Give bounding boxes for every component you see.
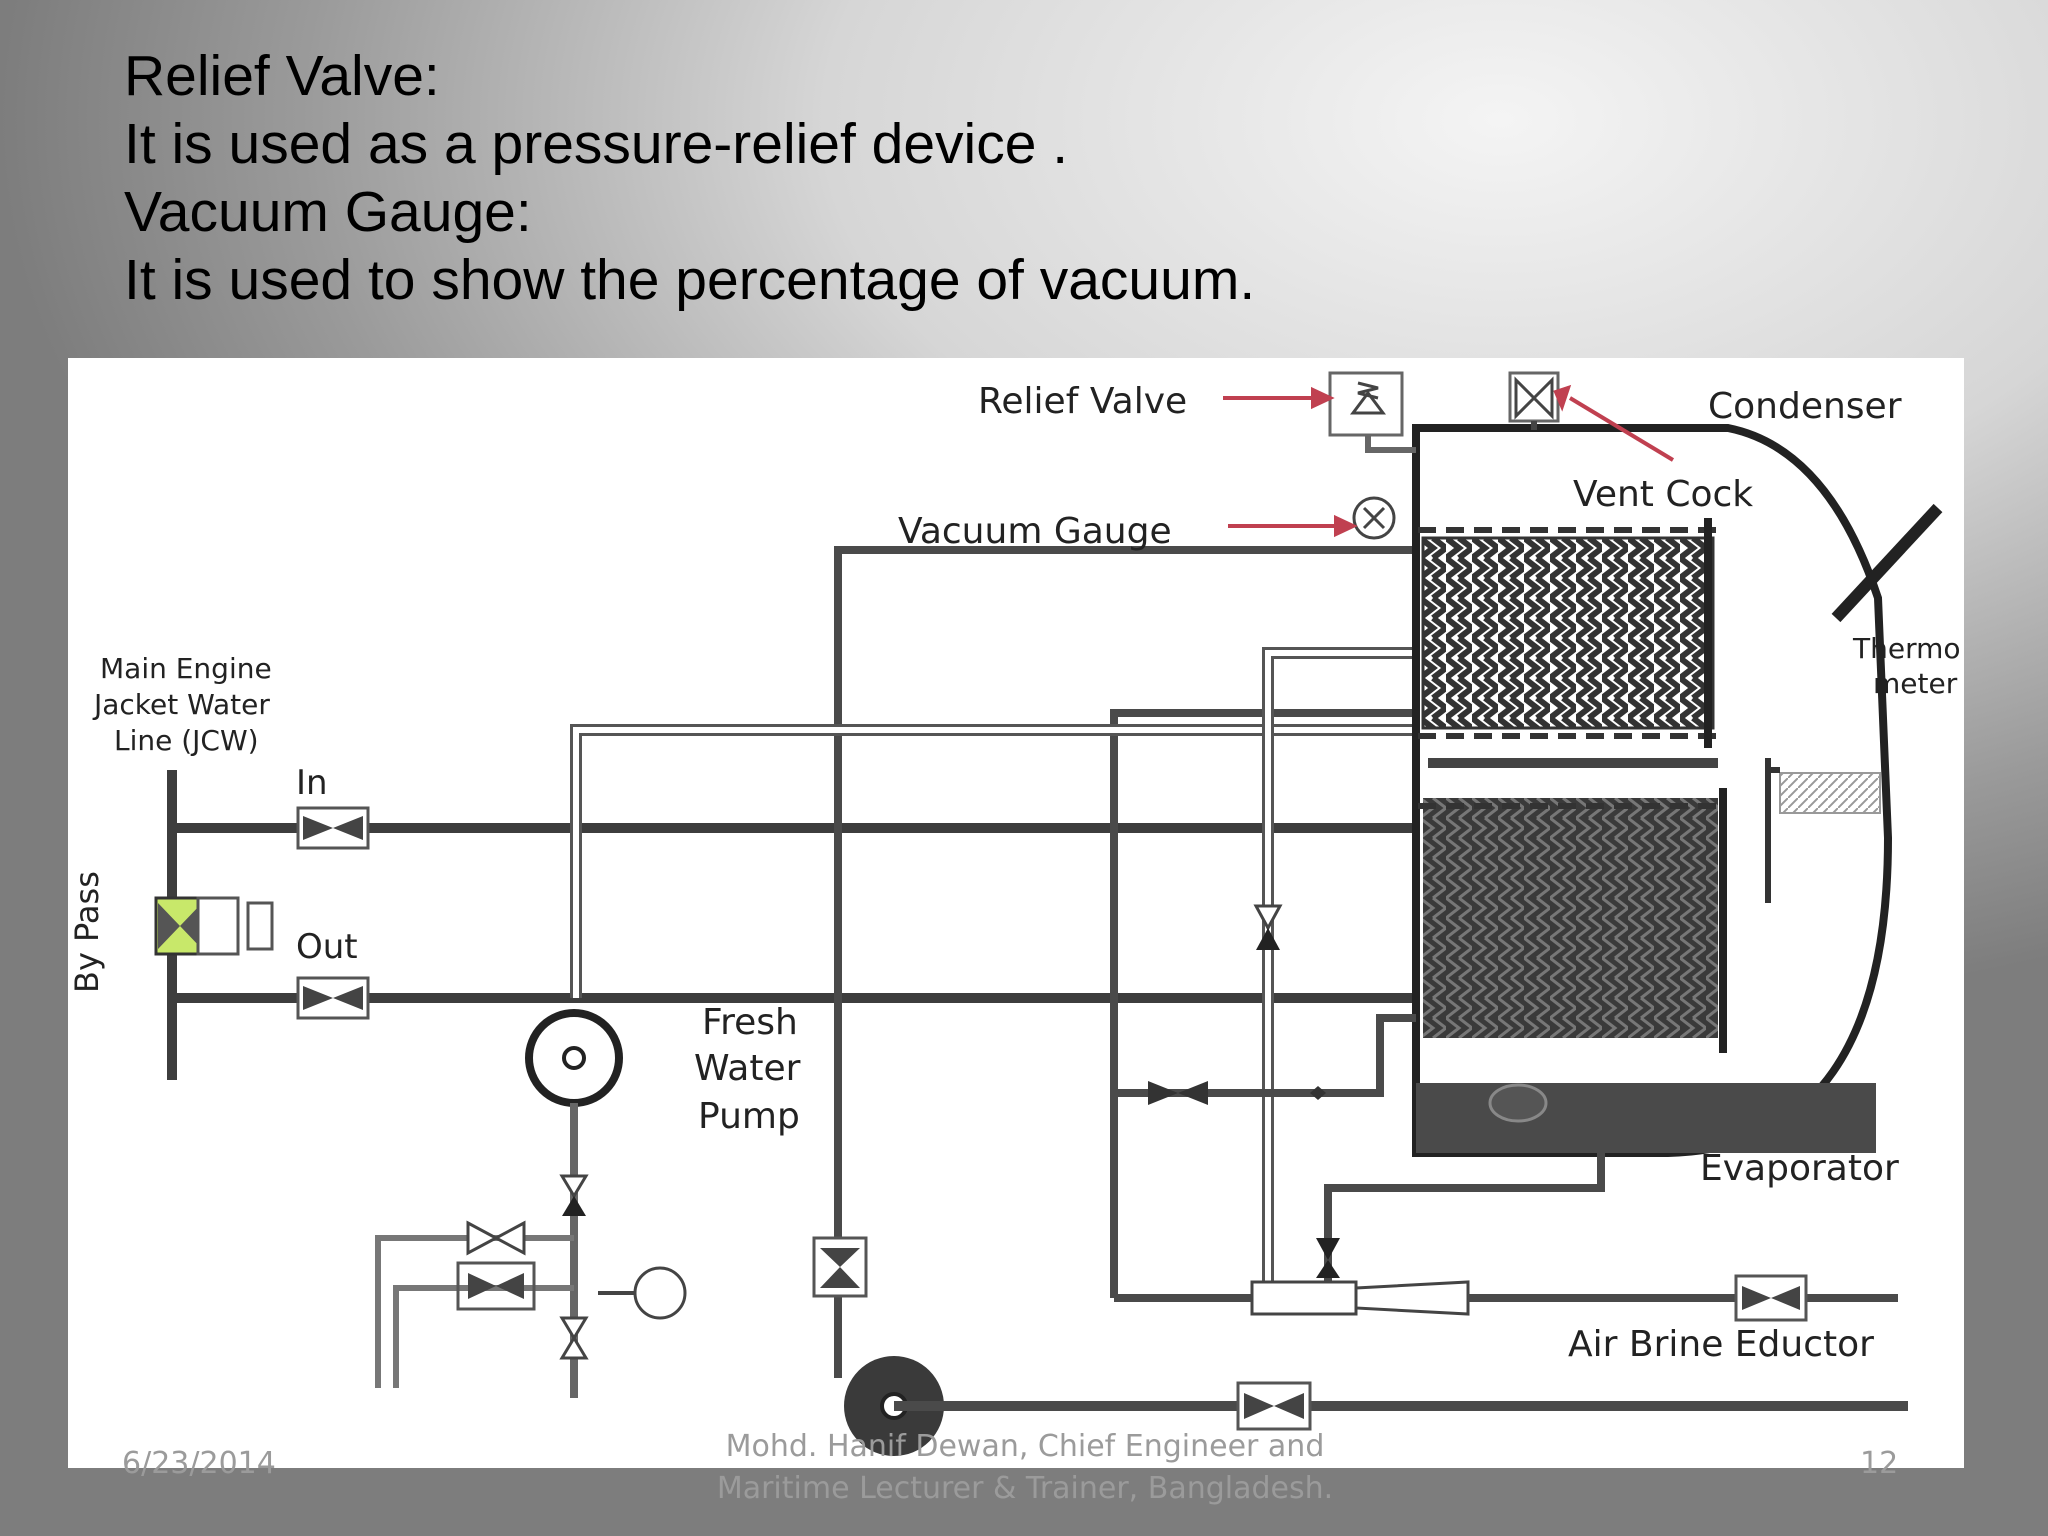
label-thermometer-2: meter — [1873, 667, 1958, 700]
air-brine-eductor-icon — [1250, 1153, 1898, 1322]
label-main-engine-2: Jacket Water — [92, 688, 270, 721]
label-vacuum-gauge: Vacuum Gauge — [898, 511, 1172, 552]
distillate-pipes — [570, 647, 1416, 1308]
label-arrows — [1223, 384, 1675, 538]
feed-valve — [1114, 1014, 1416, 1105]
out-valve — [296, 976, 370, 1020]
label-by-pass: By Pass — [68, 871, 106, 993]
vent-cock-icon — [1508, 371, 1560, 430]
label-main-engine-1: Main Engine — [100, 652, 272, 685]
footer-author: Mohd. Hanif Dewan, Chief Engineer and Ma… — [620, 1426, 1430, 1510]
label-out: Out — [296, 927, 358, 967]
drain-lines — [375, 1220, 574, 1388]
footer-author-line1: Mohd. Hanif Dewan, Chief Engineer and — [725, 1429, 1325, 1464]
in-valve — [296, 806, 370, 850]
vacuum-gauge-icon — [1352, 496, 1396, 540]
label-thermometer-1: Thermo — [1852, 632, 1961, 665]
footer-page-number: 12 — [1860, 1446, 1899, 1481]
evaporator-shell — [1412, 424, 1893, 1157]
label-vent-cock: Vent Cock — [1573, 474, 1753, 515]
label-in: In — [296, 763, 328, 803]
relief-valve-icon — [1328, 371, 1416, 453]
fresh-water-generator-diagram: Relief Valve Vacuum Gauge Condenser Vent… — [68, 358, 1964, 1468]
text-relief-valve-description: It is used as a pressure-relief device . — [124, 112, 1069, 176]
ejector-pump-icon — [812, 1236, 1908, 1456]
label-fresh: Fresh — [702, 1002, 798, 1043]
footer-date: 6/23/2014 — [122, 1446, 276, 1481]
label-evaporator: Evaporator — [1700, 1148, 1899, 1189]
fresh-water-pump-icon — [525, 1009, 687, 1398]
label-water: Water — [694, 1048, 801, 1089]
label-relief-valve: Relief Valve — [978, 381, 1187, 422]
label-main-engine-3: Line (JCW) — [114, 724, 259, 757]
heading-relief-valve: Relief Valve: — [124, 44, 440, 108]
distillate-check-valve — [1253, 904, 1283, 950]
label-condenser: Condenser — [1708, 386, 1902, 427]
footer-author-line2: Maritime Lecturer & Trainer, Bangladesh. — [716, 1471, 1334, 1506]
text-vacuum-gauge-description: It is used to show the percentage of vac… — [124, 248, 1256, 312]
slide-text: Relief Valve: It is used as a pressure-r… — [124, 42, 1255, 314]
process-pipes — [834, 546, 1468, 1378]
heading-vacuum-gauge: Vacuum Gauge: — [124, 180, 532, 244]
label-air-brine-eductor: Air Brine Eductor — [1568, 1324, 1874, 1365]
label-pump: Pump — [698, 1096, 800, 1137]
bypass-valve — [154, 896, 274, 956]
thermometer-icon — [1831, 503, 1943, 623]
